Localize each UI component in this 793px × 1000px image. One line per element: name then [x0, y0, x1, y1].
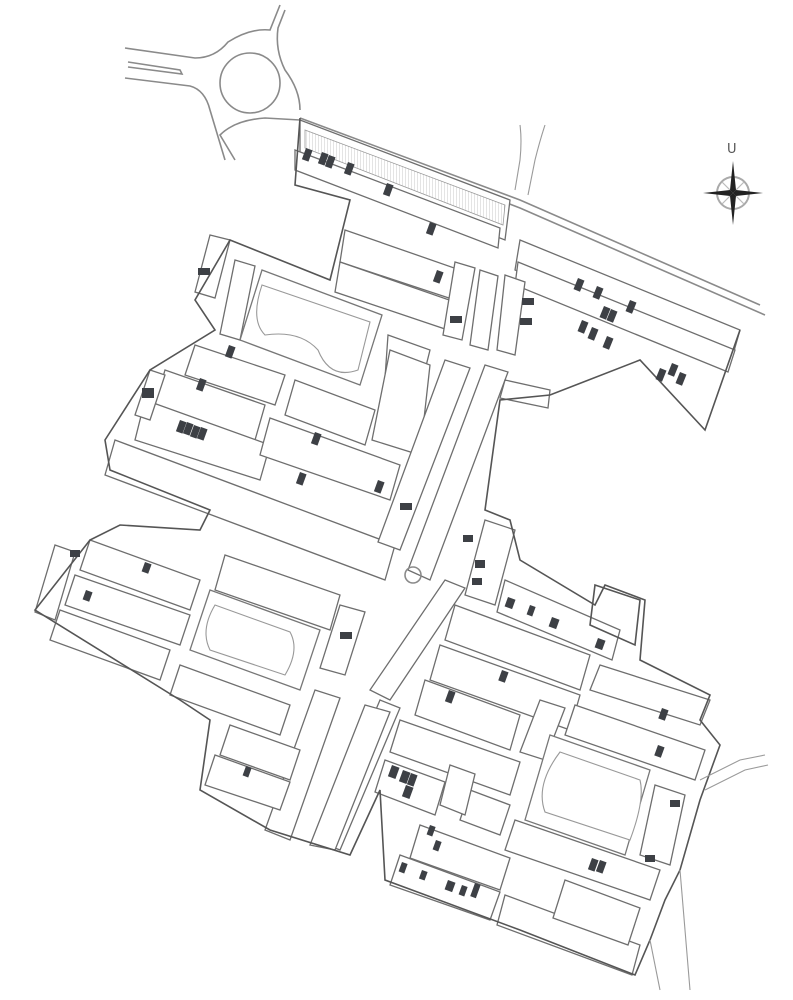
west-central-blocks — [104, 334, 431, 581]
south-east-blocks — [374, 519, 711, 976]
north-strip — [294, 119, 741, 373]
park-south-east — [524, 734, 651, 856]
roundabout — [124, 4, 301, 161]
south-west-blocks — [34, 539, 366, 811]
compass-rose-icon — [703, 161, 763, 225]
park-west — [189, 589, 321, 691]
site-boundary — [33, 117, 769, 991]
sold-lots — [70, 148, 687, 899]
park-north-west — [239, 269, 383, 386]
north-label: U — [727, 142, 737, 157]
central-boulevard — [264, 359, 551, 851]
